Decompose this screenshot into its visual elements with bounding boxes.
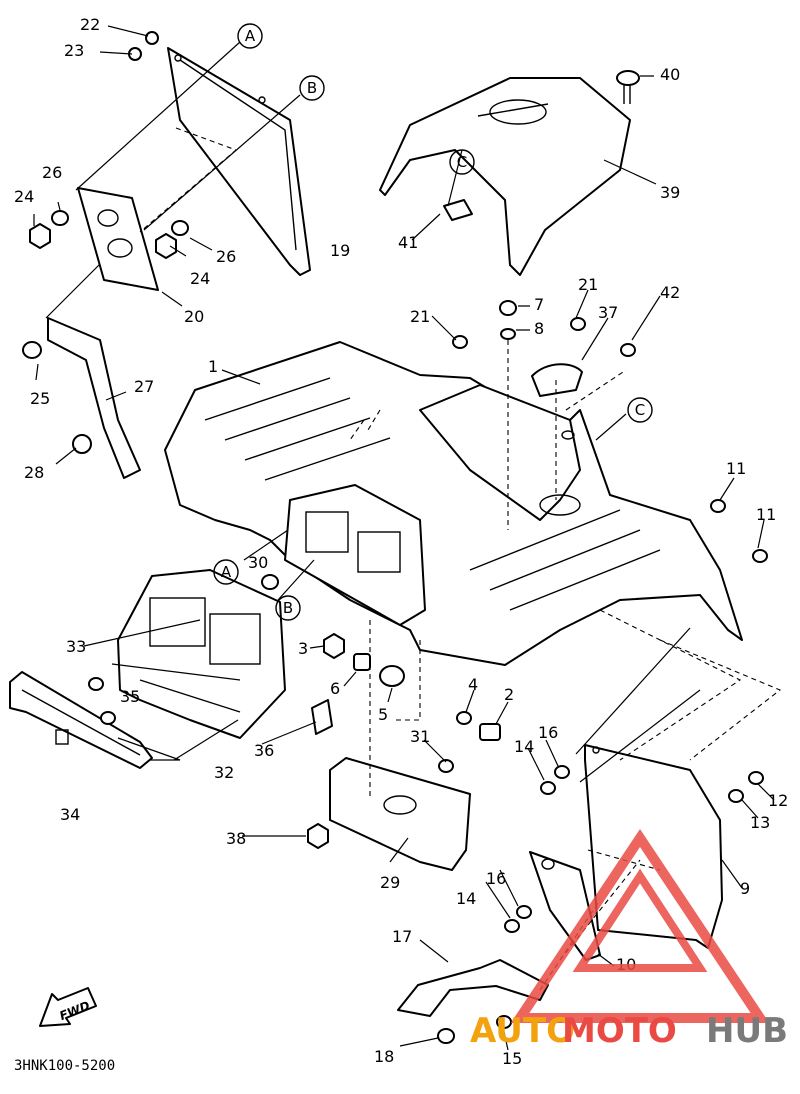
reference-label-a: A <box>245 27 256 45</box>
watermark-text: AUTO MOTO HUB <box>470 1011 788 1051</box>
fwd-arrow-icon: FWD <box>39 987 97 1027</box>
reference-c-right: C <box>627 397 653 423</box>
callout-9: 9 <box>740 879 750 898</box>
callout-8: 8 <box>534 319 544 338</box>
bracket-17 <box>397 959 549 1017</box>
watermark-logo-icon <box>510 828 770 1023</box>
hardware-right <box>88 317 768 1044</box>
hardware-center <box>261 300 583 849</box>
callout-40: 40 <box>660 65 680 84</box>
callout-3: 3 <box>298 639 308 658</box>
bolt-40 <box>616 70 640 104</box>
callout-16a: 16 <box>538 723 558 742</box>
callout-39: 39 <box>660 183 680 202</box>
callout-18: 18 <box>374 1047 394 1066</box>
reference-c-top: C <box>449 149 475 175</box>
callout-35: 35 <box>120 687 140 706</box>
reference-b-bottom: B <box>275 595 301 621</box>
mud-flap-9 <box>584 744 723 949</box>
reference-label-c-2: C <box>635 401 645 419</box>
callout-1: 1 <box>208 357 218 376</box>
callout-21a: 21 <box>410 307 430 326</box>
callout-36: 36 <box>254 741 274 760</box>
callout-26a: 26 <box>42 163 62 182</box>
callout-labels: 22 23 26 24 26 24 19 20 25 27 28 1 40 39… <box>14 15 788 1068</box>
callout-37: 37 <box>598 303 618 322</box>
leader-lines <box>33 25 775 1051</box>
callout-12: 12 <box>768 791 788 810</box>
callout-14b: 14 <box>456 889 476 908</box>
callout-29: 29 <box>380 873 400 892</box>
callout-22: 22 <box>80 15 100 34</box>
callout-11b: 11 <box>756 505 776 524</box>
callout-24a: 24 <box>14 187 34 206</box>
callout-34: 34 <box>60 805 80 824</box>
reference-label-b: B <box>307 79 317 97</box>
watermark-part-2: MOTO <box>562 1011 677 1051</box>
watermark-part-3: HUB <box>706 1011 788 1051</box>
callout-20: 20 <box>184 307 204 326</box>
callout-41: 41 <box>398 233 418 252</box>
callout-5: 5 <box>378 705 388 724</box>
callout-6: 6 <box>330 679 340 698</box>
callout-21b: 21 <box>578 275 598 294</box>
callout-31: 31 <box>410 727 430 746</box>
watermark-part-1: AUTO <box>470 1011 575 1051</box>
cover-39 <box>379 77 631 276</box>
reference-label-c: C <box>457 153 467 171</box>
callout-7: 7 <box>534 295 544 314</box>
panel-19 <box>167 47 311 276</box>
bracket-20 <box>77 187 159 291</box>
callout-28: 28 <box>24 463 44 482</box>
callout-33: 33 <box>66 637 86 656</box>
callout-11a: 11 <box>726 459 746 478</box>
callout-26b: 26 <box>216 247 236 266</box>
callout-25: 25 <box>30 389 50 408</box>
bumper-34 <box>9 671 153 769</box>
callout-42: 42 <box>660 283 680 302</box>
callout-32: 32 <box>214 763 234 782</box>
reference-label-a-2: A <box>221 563 232 581</box>
callout-19: 19 <box>330 241 350 260</box>
callout-14a: 14 <box>514 737 534 756</box>
bracket-27 <box>47 317 141 479</box>
headlight-panel-32 <box>117 569 286 739</box>
callout-27: 27 <box>134 377 154 396</box>
callout-24b: 24 <box>190 269 210 288</box>
reference-a-top: A <box>237 23 263 49</box>
reference-a-bottom: A <box>213 559 239 585</box>
callout-2: 2 <box>504 685 514 704</box>
reference-label-b-2: B <box>283 599 293 617</box>
callout-16b: 16 <box>486 869 506 888</box>
front-fender-1 <box>164 341 743 666</box>
callout-15: 15 <box>502 1049 522 1068</box>
callout-17: 17 <box>392 927 412 946</box>
callout-4: 4 <box>468 675 478 694</box>
clip-41 <box>443 199 473 221</box>
reference-b-top: B <box>299 75 325 101</box>
callout-13: 13 <box>750 813 770 832</box>
bracket-36 <box>311 699 333 735</box>
callout-23: 23 <box>64 41 84 60</box>
callout-30: 30 <box>248 553 268 572</box>
tray-29 <box>329 757 471 871</box>
diagram-code: 3HNK100-5200 <box>14 1058 115 1074</box>
callout-38: 38 <box>226 829 246 848</box>
nut-22-23-24-26 <box>22 31 189 454</box>
